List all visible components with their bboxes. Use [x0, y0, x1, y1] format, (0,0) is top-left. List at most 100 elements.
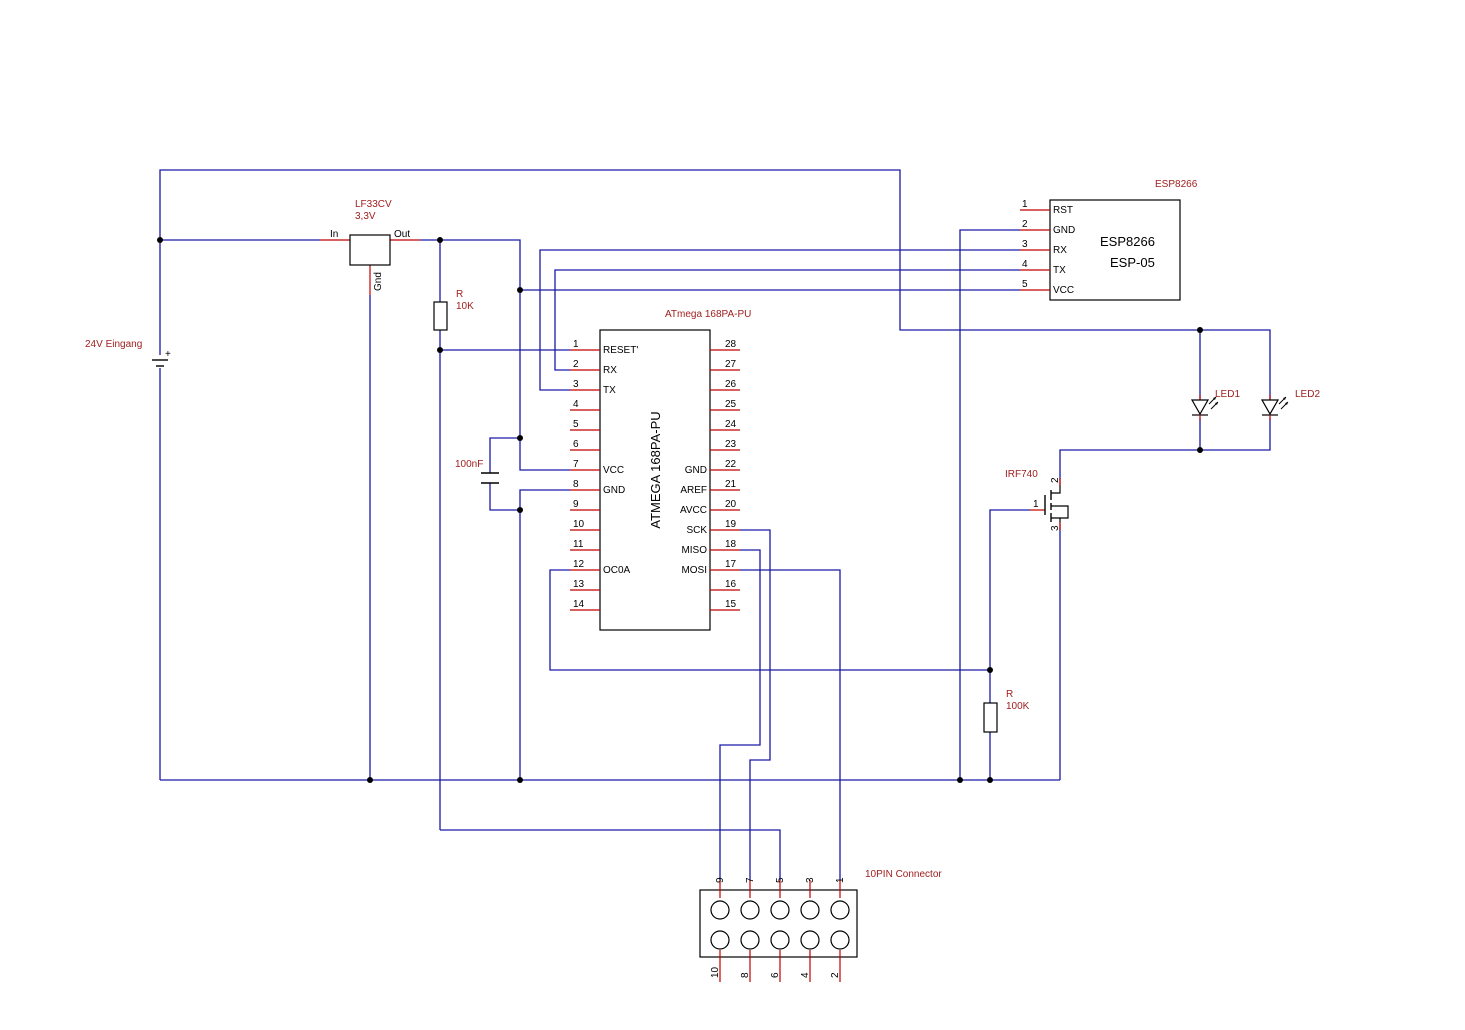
mcu-pin-number: 3: [573, 379, 579, 390]
connector-pin-number: 8: [740, 972, 751, 978]
mcu-pin-number: 18: [725, 539, 737, 550]
battery-plus: +: [165, 349, 171, 360]
esp-pin-label: RX: [1053, 245, 1067, 256]
connector-pin-number: 4: [800, 972, 811, 978]
r-reset-name: R: [456, 289, 463, 300]
esp-pin-label: TX: [1053, 265, 1066, 276]
mcu-pin-label: RESET': [603, 345, 638, 356]
connector-pin-bottom: [800, 930, 820, 950]
mcu-pin-number: 24: [725, 419, 737, 430]
connector-pin-number: 3: [805, 877, 816, 883]
mcu-pin-label: VCC: [603, 465, 624, 476]
mcu-name: ATmega 168PA-PU: [665, 309, 751, 320]
esp-pin-label: RST: [1053, 205, 1073, 216]
esp-pin-number: 2: [1022, 219, 1028, 230]
connector-pin-top: [800, 900, 820, 920]
mcu-pin-number: 23: [725, 439, 737, 450]
connector-pin-bottom: [830, 930, 850, 950]
mcu-pin-number: 27: [725, 359, 737, 370]
mcu-pin-number: 25: [725, 399, 737, 410]
esp-body-line1: ESP8266: [1100, 234, 1155, 249]
resistor-100k: R 100K: [983, 689, 1030, 733]
capacitor-100nf: 100nF: [455, 459, 499, 484]
connector-pin-bottom: [710, 930, 730, 950]
mcu-pin-number: 26: [725, 379, 737, 390]
mcu-pin-number: 22: [725, 459, 737, 470]
mcu-pin-label: MOSI: [681, 565, 707, 576]
connector-pin-number: 10: [710, 966, 721, 978]
connector-pin-bottom: [740, 930, 760, 950]
mcu-pin-number: 8: [573, 479, 579, 490]
regulator-lf33cv: LF33CV 3,3V In Out Gnd: [320, 199, 420, 295]
r-gate-name: R: [1006, 689, 1013, 700]
mcu-pin-label: MISO: [681, 545, 707, 556]
mcu-pin-label: GND: [685, 465, 707, 476]
mcu-pin-number: 17: [725, 559, 737, 570]
resistor-10k: R 10K: [433, 289, 474, 331]
esp-pin-number: 3: [1022, 239, 1028, 250]
r-reset-value: 10K: [456, 301, 474, 312]
mcu-pin-number: 5: [573, 419, 579, 430]
esp-pin-label: GND: [1053, 225, 1075, 236]
mcu-pin-number: 19: [725, 519, 737, 530]
mcu-pin-label: SCK: [686, 525, 707, 536]
mcu-pin-number: 20: [725, 499, 737, 510]
regulator-name: LF33CV: [355, 199, 392, 210]
mcu-pin-label: GND: [603, 485, 625, 496]
mcu-pin-number: 4: [573, 399, 579, 410]
input-label: 24V Eingang: [85, 339, 142, 350]
esp-pin-number: 4: [1022, 259, 1028, 270]
mcu-pin-number: 9: [573, 499, 579, 510]
connector-pin-number: 6: [770, 972, 781, 978]
led1: LED1: [1190, 389, 1240, 420]
mcu-pin-number: 1: [573, 339, 579, 350]
led2-label: LED2: [1295, 389, 1320, 400]
mcu-pins: 1RESET'2RX3TX4567VCC8GND9101112OC0A13142…: [570, 339, 740, 611]
connector-pin-bottom: [770, 930, 790, 950]
esp-pin-label: VCC: [1053, 285, 1074, 296]
mcu-pin-number: 7: [573, 459, 579, 470]
connector-pin-top: [770, 900, 790, 920]
mcu-pin-label: RX: [603, 365, 617, 376]
mosfet-irf740: IRF740 1 2 3: [1005, 469, 1069, 531]
mcu-pin-number: 14: [573, 599, 585, 610]
esp-pin-number: 5: [1022, 279, 1028, 290]
esp-name: ESP8266: [1155, 179, 1198, 190]
connector-pin-number: 2: [830, 972, 841, 978]
regulator-gnd-label: Gnd: [373, 272, 384, 291]
connector-pin-top: [710, 900, 730, 920]
mcu-pin-label: OC0A: [603, 565, 631, 576]
led1-label: LED1: [1215, 389, 1240, 400]
mosfet-pin-drain: 2: [1050, 477, 1061, 483]
mosfet-pin-gate: 1: [1033, 499, 1039, 510]
esp-pin-number: 1: [1022, 199, 1028, 210]
connector-pin-number: 5: [775, 877, 786, 883]
mcu-pin-label: AREF: [680, 485, 707, 496]
connector-pin-number: 7: [745, 877, 756, 883]
esp-body-line2: ESP-05: [1110, 255, 1155, 270]
mcu-pin-label: TX: [603, 385, 616, 396]
mcu-pin-number: 21: [725, 479, 737, 490]
connector-pin-top: [830, 900, 850, 920]
capacitor-value: 100nF: [455, 459, 483, 470]
r-gate-value: 100K: [1006, 701, 1030, 712]
mosfet-pin-source: 3: [1050, 525, 1061, 531]
regulator-value: 3,3V: [355, 211, 376, 222]
mcu-pin-label: AVCC: [680, 505, 707, 516]
battery-24v: + 24V Eingang: [85, 339, 171, 367]
mcu-pin-number: 11: [573, 539, 584, 550]
connector-pin-number: 9: [715, 877, 726, 883]
mcu-pin-number: 16: [725, 579, 737, 590]
connector-pin-top: [740, 900, 760, 920]
regulator-out-label: Out: [394, 229, 410, 240]
mcu-pin-number: 2: [573, 359, 579, 370]
mcu-pin-number: 13: [573, 579, 585, 590]
mcu-pin-number: 10: [573, 519, 585, 530]
mcu-body-label: ATMEGA 168PA-PU: [648, 411, 663, 528]
